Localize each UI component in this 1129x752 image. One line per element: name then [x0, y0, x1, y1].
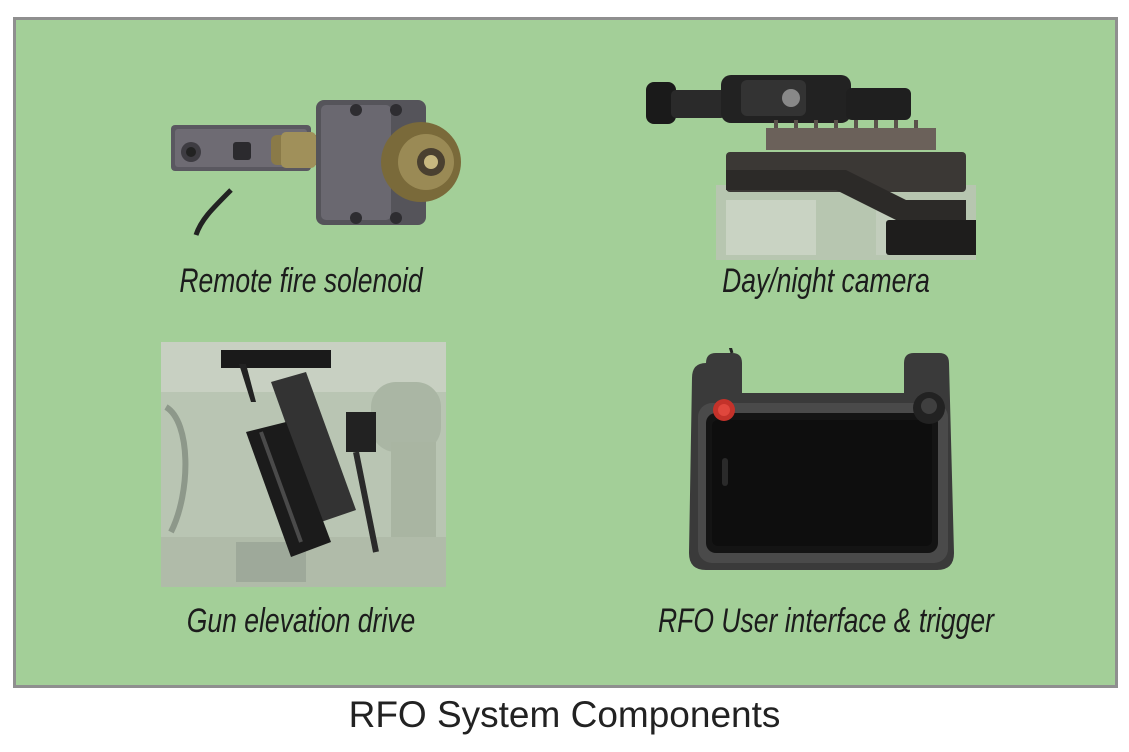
item-caption-elevation-drive: Gun elevation drive — [186, 602, 416, 640]
components-panel: Remote fire solenoid Day/night camera — [13, 17, 1118, 688]
item-caption-user-interface: RFO User interface & trigger — [657, 602, 995, 640]
solenoid-icon — [171, 100, 461, 236]
item-caption-solenoid: Remote fire solenoid — [179, 262, 423, 300]
item-caption-camera: Day/night camera — [722, 262, 930, 300]
elevation-drive-icon — [161, 342, 446, 587]
figure-title: RFO System Components — [348, 694, 781, 735]
camera-scope-icon — [646, 75, 976, 260]
tablet-controller-icon — [689, 348, 954, 570]
